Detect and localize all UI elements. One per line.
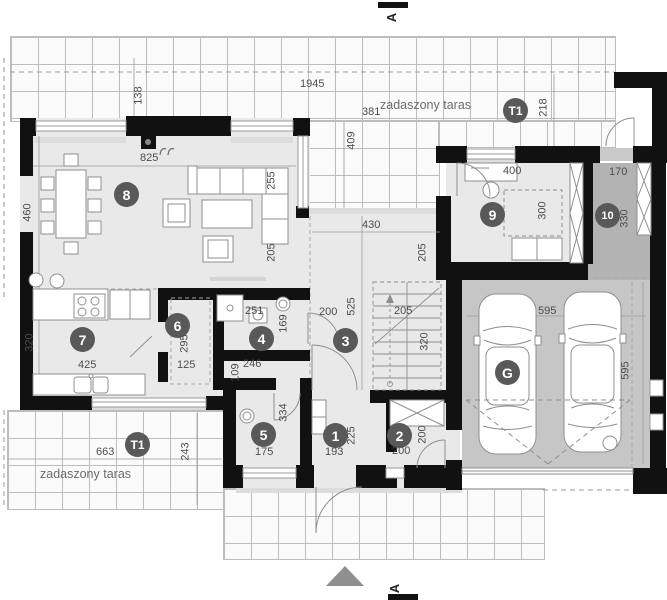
dim-825: 825 [140, 152, 159, 164]
dim-430: 430 [362, 219, 381, 231]
dim-109: 109 [229, 363, 242, 382]
dim-320s: 320 [418, 332, 431, 351]
dim-595v: 595 [619, 361, 632, 380]
dim-409: 409 [345, 131, 358, 150]
terrace-covered-middle [307, 120, 440, 212]
room-badge-1: 1 [323, 423, 348, 448]
garage-badge: G [495, 360, 520, 385]
dim-200r2: 200 [392, 445, 411, 457]
room-badge-4: 4 [249, 326, 274, 351]
dim-246: 246 [243, 358, 262, 370]
t1-marker-bottom: T1 [125, 432, 150, 457]
t1-marker-top: T1 [503, 98, 528, 123]
dim-243: 243 [179, 442, 192, 461]
room-badge-10: 10 [595, 203, 620, 228]
dim-205b: 205 [416, 243, 429, 262]
dim-1945: 1945 [300, 78, 325, 90]
dim-138: 138 [132, 86, 145, 105]
room-badge-8: 8 [114, 182, 139, 207]
dim-175: 175 [255, 446, 274, 458]
dim-334: 334 [277, 403, 290, 422]
dim-218: 218 [537, 98, 550, 117]
dim-170: 170 [609, 166, 628, 178]
section-marker-bottom: A [387, 583, 403, 594]
terrace-bottom-left [7, 410, 225, 510]
room-badge-9: 9 [480, 202, 505, 227]
dim-200h: 200 [319, 306, 338, 318]
dim-225: 225 [345, 426, 358, 445]
dim-320k: 320 [23, 333, 36, 352]
dim-525: 525 [345, 297, 358, 316]
dim-169: 169 [277, 314, 290, 333]
section-marker-top: A [384, 12, 400, 23]
room-badge-3: 3 [333, 328, 358, 353]
door10-threshold [600, 148, 633, 161]
dim-193: 193 [325, 446, 344, 458]
room-badge-5: 5 [251, 422, 276, 447]
terrace-right-strip [438, 120, 616, 148]
dim-425: 425 [78, 359, 97, 371]
dim-460: 460 [21, 203, 34, 222]
dim-300: 300 [536, 201, 549, 220]
dim-595h: 595 [538, 305, 557, 317]
dim-400: 400 [503, 165, 522, 177]
dim-205s: 205 [394, 305, 413, 317]
dim-255: 255 [265, 171, 278, 190]
dim-125: 125 [177, 359, 196, 371]
porch-bottom [223, 488, 545, 560]
terrace-bottom-label: zadaszony taras [40, 467, 132, 481]
dim-200r2v: 200 [416, 425, 429, 444]
room-badge-7: 7 [70, 327, 95, 352]
dim-251: 251 [245, 305, 264, 317]
dim-205a: 205 [265, 243, 278, 262]
terrace-top-label: zadaszony taras [380, 98, 472, 112]
terrace-top [10, 36, 616, 122]
dim-381: 381 [362, 106, 381, 118]
room-badge-6: 6 [165, 313, 190, 338]
room-badge-2: 2 [387, 423, 412, 448]
section-bar-bottom [388, 594, 418, 600]
dim-295: 295 [178, 334, 191, 353]
dim-330: 330 [618, 209, 631, 228]
dim-663: 663 [96, 446, 115, 458]
section-bar-top [378, 2, 408, 8]
entrance-arrow-icon [326, 566, 364, 586]
